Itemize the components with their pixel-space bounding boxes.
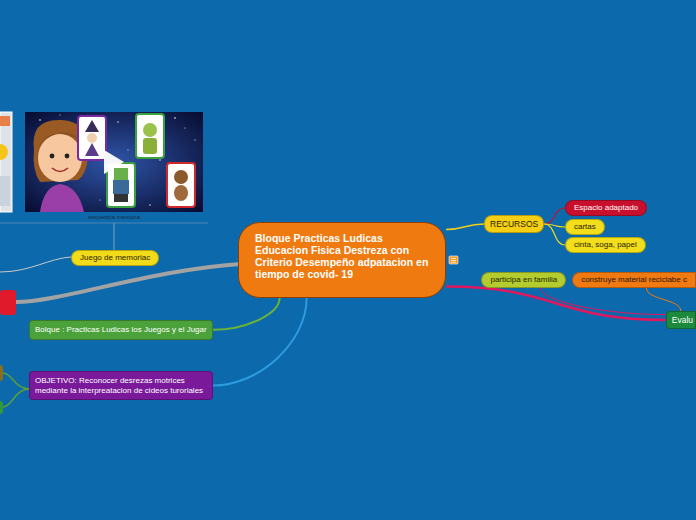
node-text: cinta, soga, papel (574, 240, 637, 250)
node-text: Juego de memoriac (80, 253, 150, 263)
node-text: cartas (574, 222, 596, 232)
node-text: Evalu (672, 315, 693, 325)
branch-topic: OBJETIVO: Reconocer desrezas motrices me… (29, 371, 213, 400)
branch-connector (446, 224, 484, 230)
subtopic: Espacio adaptado (565, 200, 647, 216)
subtopic: Juego de memoriac (71, 250, 159, 266)
branch-topic: RECURSOS (484, 215, 544, 233)
branch-connector (544, 208, 565, 224)
node-text: construye material reciclabe c (581, 275, 687, 285)
node-text: participa en familia (490, 275, 557, 285)
branch-topic: Evalu (666, 311, 696, 329)
node-text: RECURSOS (490, 219, 538, 229)
subtopic: cinta, soga, papel (565, 237, 646, 253)
branch-connector (646, 288, 680, 311)
node-text: Espacio adaptado (574, 203, 638, 213)
node-text: Bolque : Practicas Ludicas los Juegos y … (35, 325, 207, 335)
branch-connector (541, 288, 666, 315)
central-topic: Bloque Practicas Ludicas Educacion Fisic… (238, 222, 446, 298)
subtopic: construye material reciclabe c (572, 272, 696, 288)
branch-connector (213, 298, 307, 386)
branch-connector (544, 224, 565, 245)
branch-connector (213, 298, 280, 330)
node-text: OBJETIVO: Reconocer desrezas motrices me… (35, 376, 207, 395)
subtopic: participa en familia (481, 272, 566, 288)
image-caption: secuencia memoria (25, 214, 203, 221)
subtopic: cartas (565, 219, 605, 235)
branch-connector (446, 287, 666, 320)
branch-topic: Bolque : Practicas Ludicas los Juegos y … (29, 320, 213, 340)
node-text: Bloque Practicas Ludicas Educacion Fisic… (255, 232, 429, 280)
